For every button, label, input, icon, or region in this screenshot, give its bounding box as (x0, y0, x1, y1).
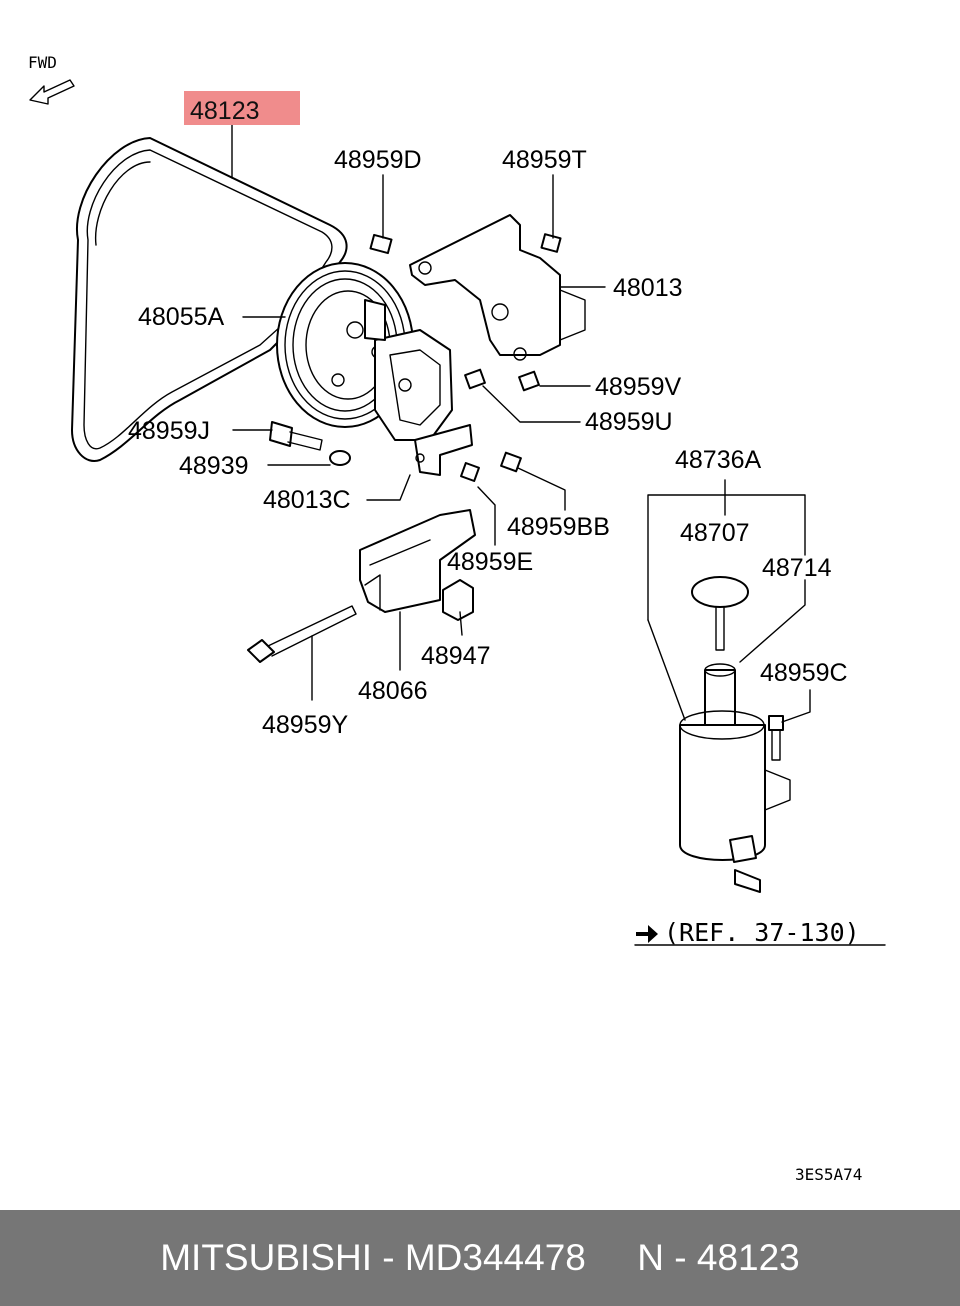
bracket-48013c (414, 424, 473, 476)
label-48959j[interactable]: 48959J (128, 417, 210, 445)
label-48736a[interactable]: 48736A (675, 446, 762, 474)
label-48959t[interactable]: 48959T (502, 146, 587, 174)
fwd-label: FWD (28, 53, 57, 72)
bracket-48013 (409, 214, 586, 361)
label-48055a[interactable]: 48055A (138, 303, 225, 331)
power-steering-pump (364, 299, 453, 441)
label-48959y[interactable]: 48959Y (262, 711, 349, 739)
label-48013[interactable]: 48013 (613, 274, 683, 302)
label-48066[interactable]: 48066 (358, 677, 428, 705)
reference-note: (REF. 37-130) (636, 918, 860, 947)
bracket-48066 (359, 509, 476, 613)
reservoir-48736a (679, 576, 791, 893)
label-48714[interactable]: 48714 (762, 554, 832, 582)
label-48959c[interactable]: 48959C (760, 659, 848, 687)
fwd-indicator: FWD (28, 53, 75, 105)
part-labels: 48123 48959D 48959T 48013 48055A 48959V … (128, 97, 848, 739)
label-48947[interactable]: 48947 (421, 642, 491, 670)
footer-title: MITSUBISHI - MD344478 N - 48123 (160, 1237, 800, 1278)
footer-bar: MITSUBISHI - MD344478 N - 48123 (0, 1210, 960, 1306)
spacer-48947 (442, 579, 474, 621)
label-48959bb[interactable]: 48959BB (507, 513, 610, 541)
parts-diagram: FWD (28, 53, 886, 1184)
label-48707[interactable]: 48707 (680, 519, 750, 547)
leader-lines (231, 124, 886, 946)
label-48959u[interactable]: 48959U (585, 408, 673, 436)
label-48959e[interactable]: 48959E (447, 548, 533, 576)
reference-label[interactable]: (REF. 37-130) (664, 918, 860, 947)
label-48959d[interactable]: 48959D (334, 146, 422, 174)
label-48939[interactable]: 48939 (179, 452, 249, 480)
label-48123[interactable]: 48123 (190, 97, 260, 125)
arrow-right-icon (636, 925, 658, 943)
diagram-code: 3ES5A74 (795, 1165, 862, 1184)
label-48959v[interactable]: 48959V (595, 373, 682, 401)
label-48013c[interactable]: 48013C (263, 486, 351, 514)
highlight-box (184, 91, 300, 125)
fwd-arrow-icon (29, 79, 75, 105)
